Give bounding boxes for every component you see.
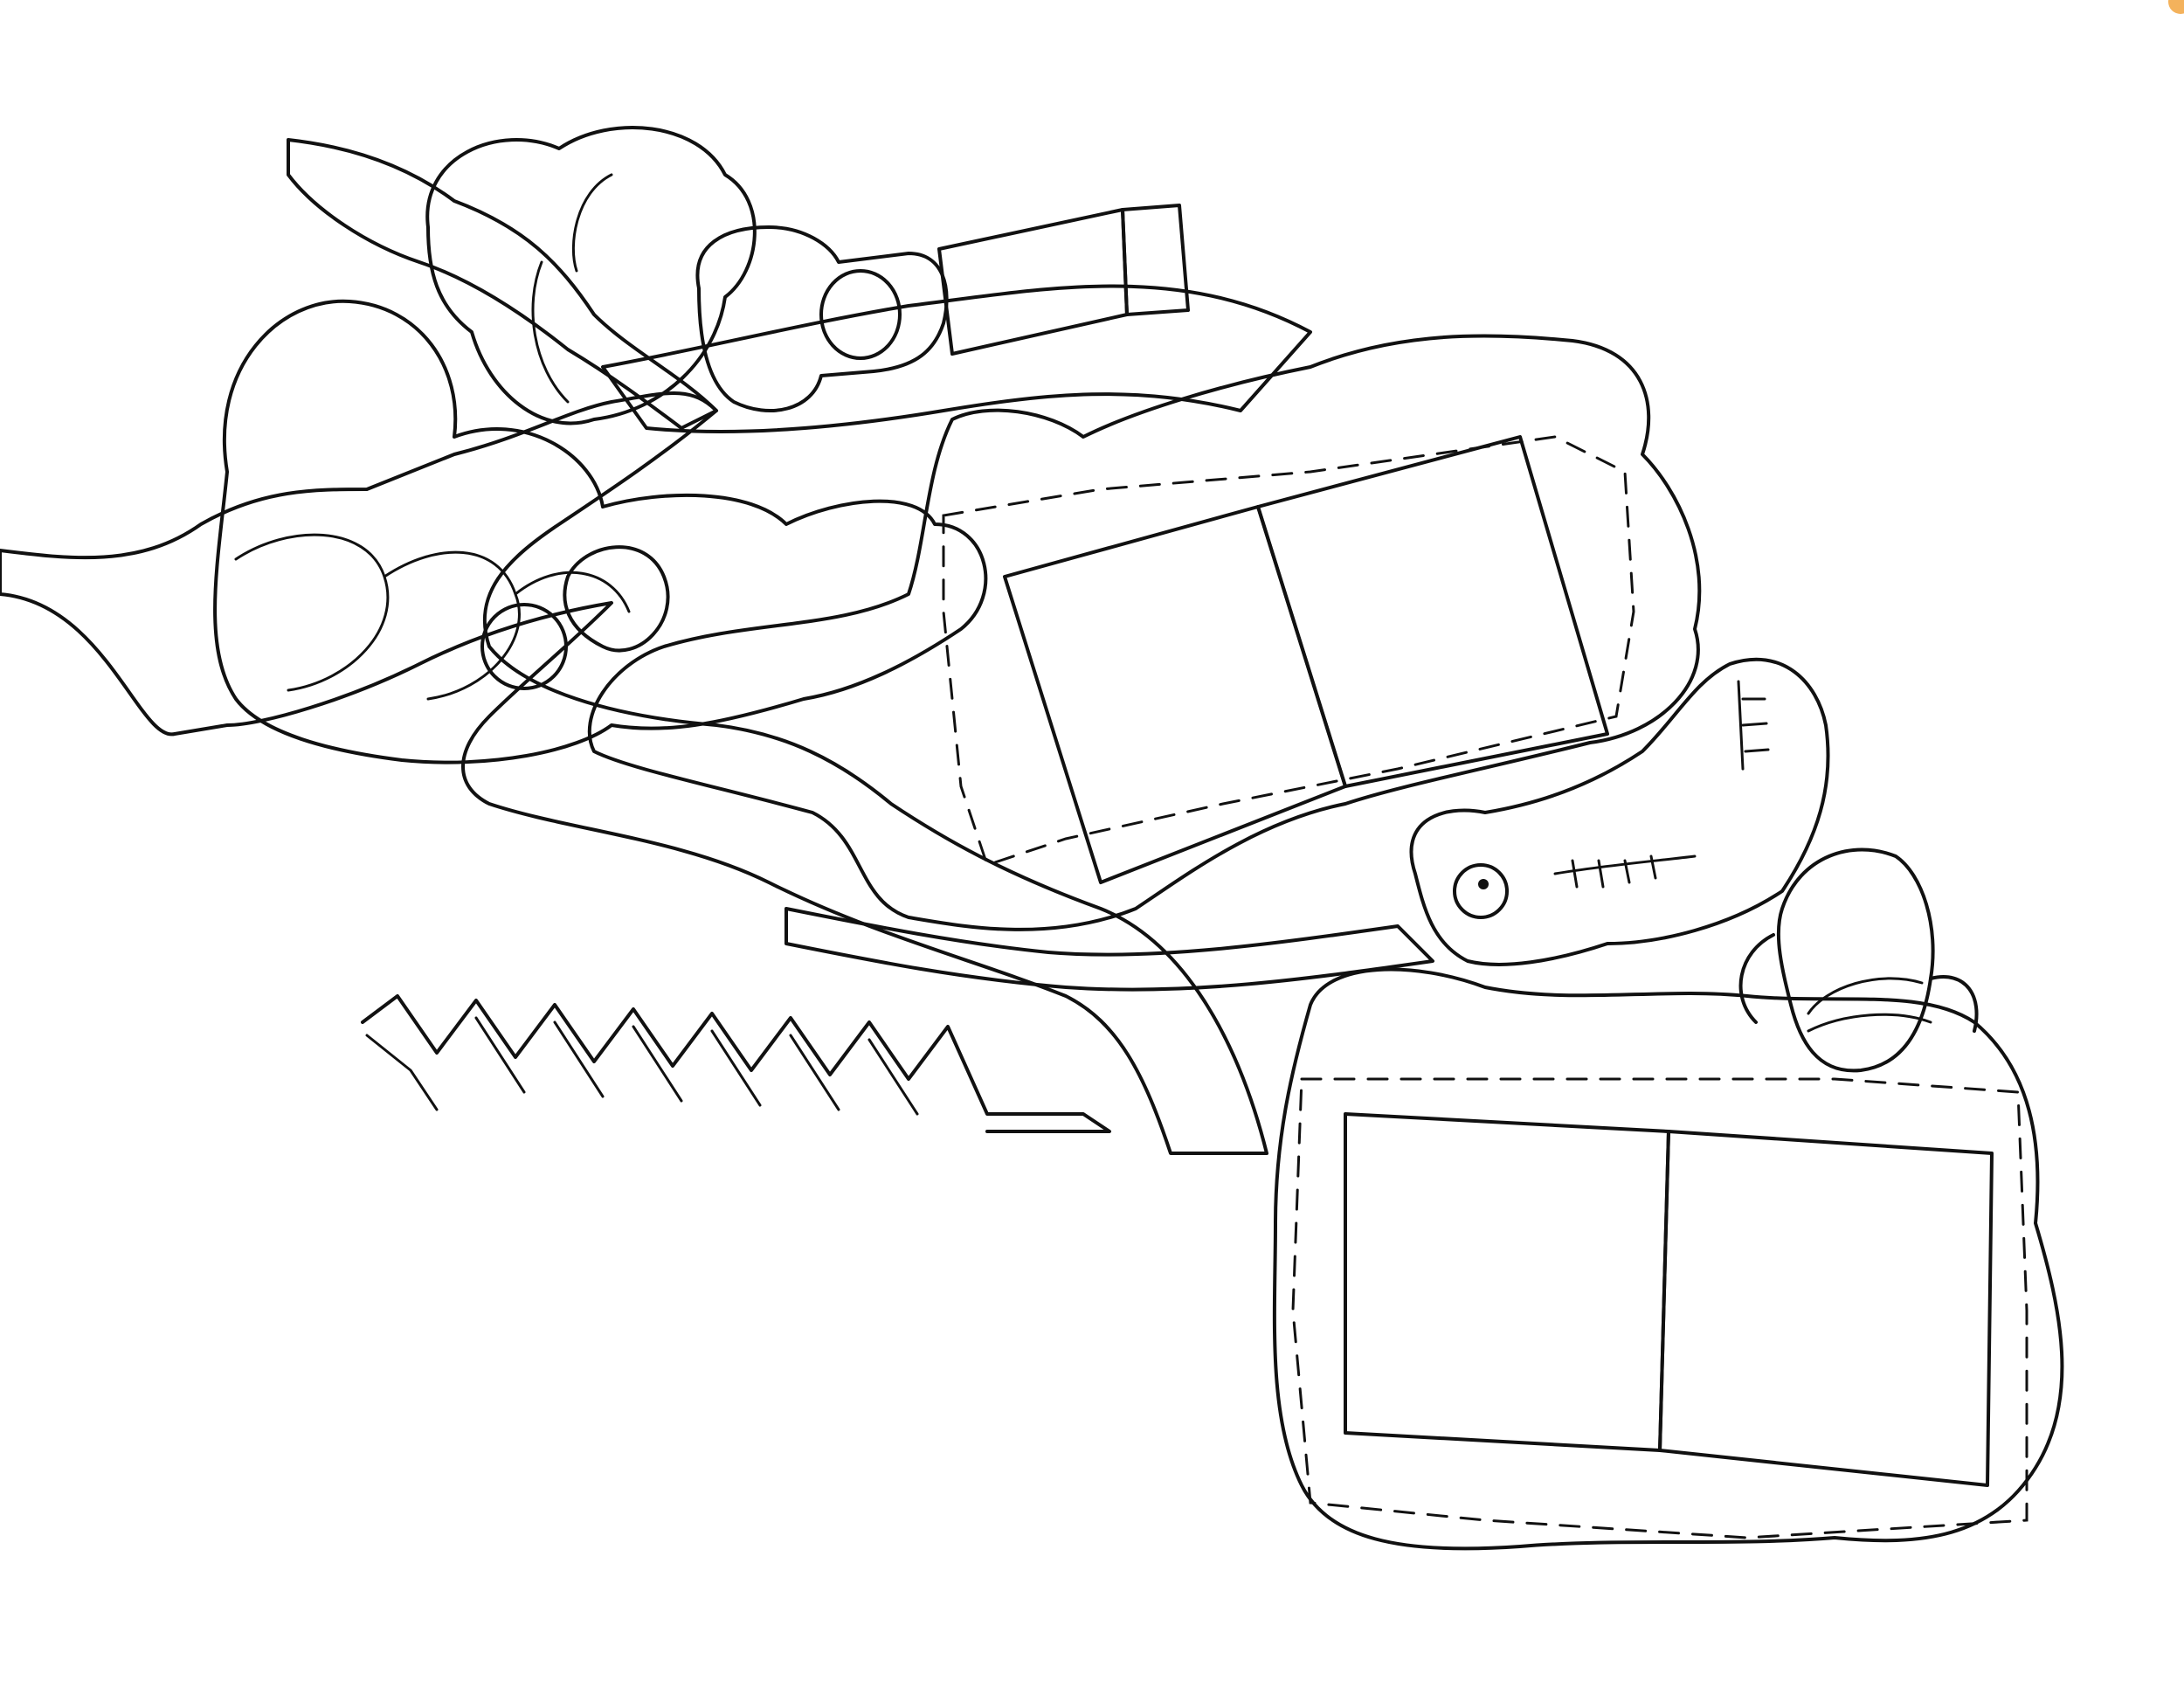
white-box [937,204,1190,356]
tan-stitched-bag-upper [587,334,1702,931]
corner-dot [2168,0,2184,14]
tan-creature-head [1409,657,1830,966]
hatched-path [0,138,1434,1155]
cream-cloud [425,126,757,425]
lavender-cloud [213,299,988,764]
brown-roll [695,225,949,412]
brown-cup [1738,847,1979,1073]
zigzag-fence [361,994,1111,1133]
tan-stitched-bag-lower [1272,967,2064,1551]
